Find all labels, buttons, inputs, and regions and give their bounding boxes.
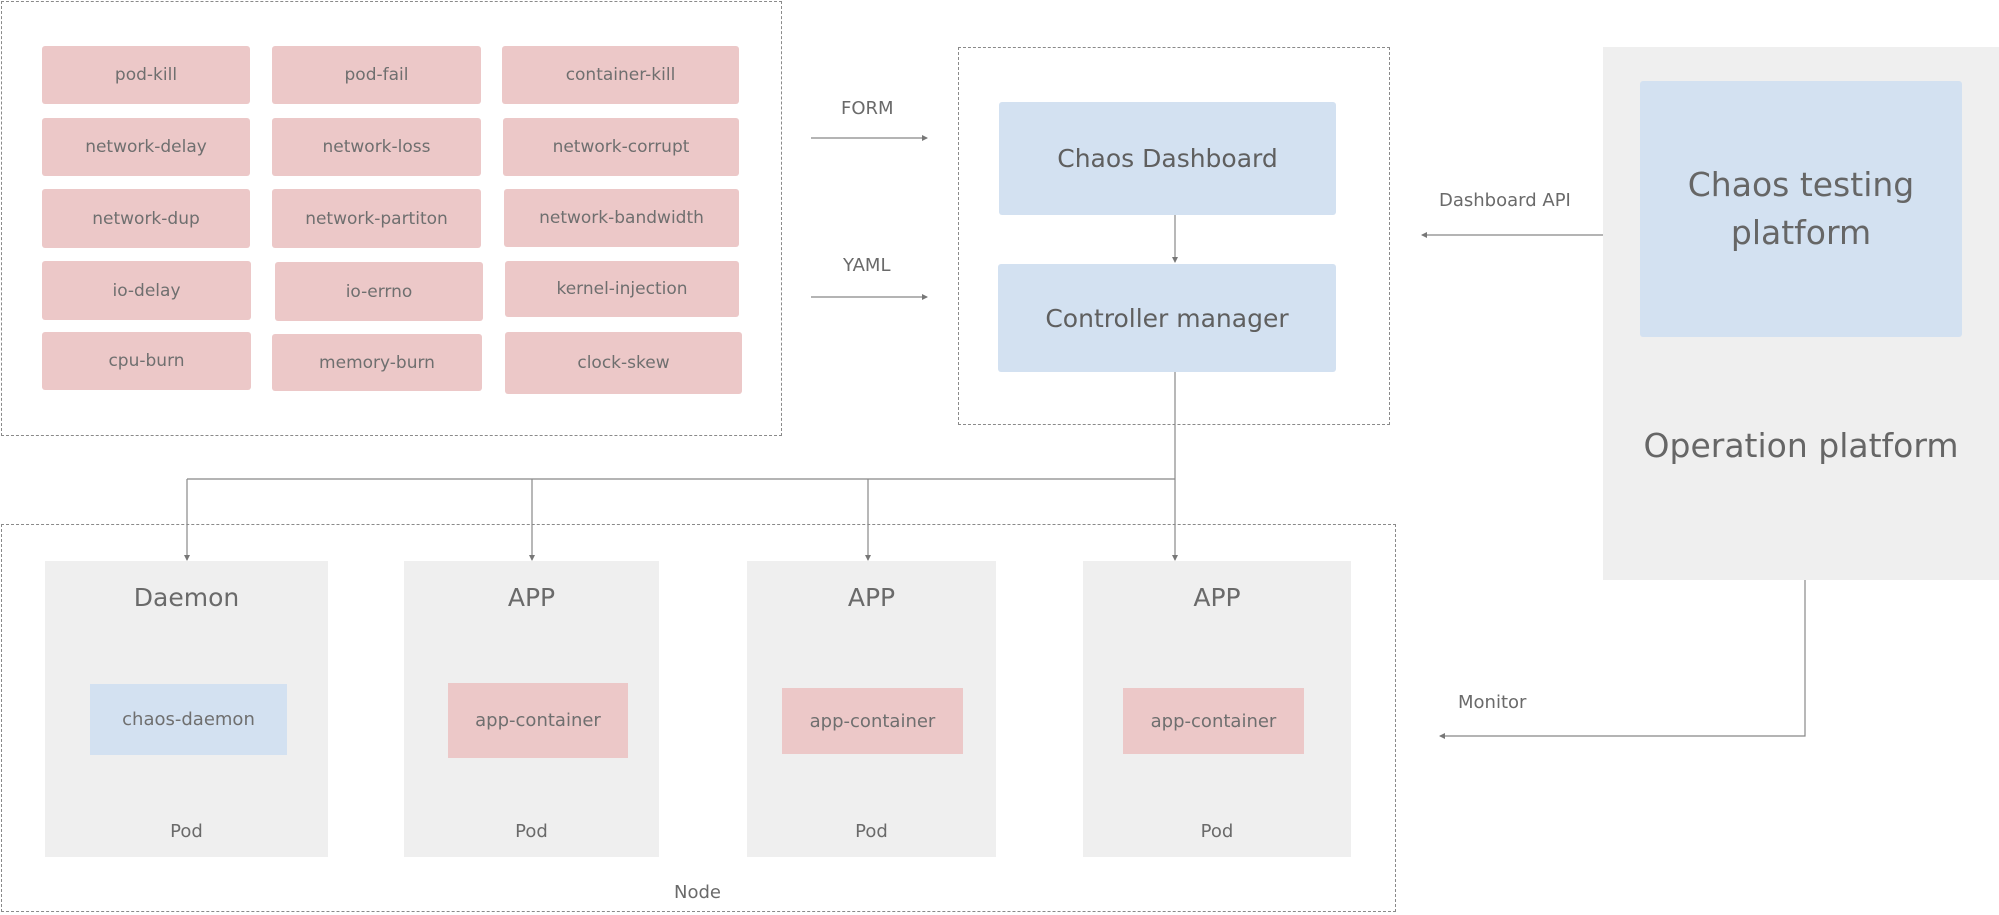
fault-io-delay: io-delay — [42, 261, 251, 320]
node-group — [1, 524, 1396, 912]
app-pod-1: APP app-container Pod — [404, 561, 659, 857]
chaos-dashboard: Chaos Dashboard — [999, 102, 1336, 215]
fault-clock-skew: clock-skew — [505, 332, 742, 394]
fault-memory-burn: memory-burn — [272, 334, 482, 391]
fault-container-kill: container-kill — [502, 46, 739, 104]
controller-manager: Controller manager — [998, 264, 1336, 372]
chaos-testing-platform-label: Chaos testing platform — [1687, 165, 1915, 252]
controller-manager-label: Controller manager — [1045, 303, 1289, 333]
app-container: app-container — [1123, 688, 1304, 754]
app-pod-3: APP app-container Pod — [1083, 561, 1351, 857]
operation-platform-label: Operation platform — [1643, 425, 1959, 465]
monitor-arrow — [1439, 580, 1806, 739]
pod-title: APP — [847, 583, 896, 612]
fault-kernel-injection: kernel-injection — [505, 261, 739, 317]
chaos-testing-platform: Chaos testing platform — [1640, 81, 1962, 337]
monitor-label: Monitor — [1458, 692, 1527, 713]
chaos-dashboard-label: Chaos Dashboard — [1057, 144, 1278, 173]
pod-title: Daemon — [133, 583, 240, 612]
pod-title: APP — [1193, 583, 1241, 612]
fault-pod-kill: pod-kill — [42, 46, 250, 104]
app-pod-2: APP app-container Pod — [747, 561, 996, 857]
app-container: app-container — [448, 683, 628, 758]
node-label: Node — [674, 882, 721, 903]
fault-pod-fail: pod-fail — [272, 46, 481, 104]
fault-io-errno: io-errno — [275, 262, 483, 321]
pod-label: Pod — [855, 821, 888, 842]
fault-network-bandwidth: network-bandwidth — [504, 189, 739, 247]
fault-network-corrupt: network-corrupt — [503, 118, 739, 176]
pod-label: Pod — [170, 821, 203, 842]
chaos-daemon: chaos-daemon — [90, 684, 287, 755]
fault-cpu-burn: cpu-burn — [42, 332, 251, 390]
fault-network-delay: network-delay — [42, 118, 250, 176]
yaml-label: YAML — [843, 255, 891, 276]
fault-types-group — [1, 1, 782, 436]
form-label: FORM — [841, 98, 894, 119]
control-plane-group — [958, 47, 1390, 425]
fault-network-loss: network-loss — [272, 118, 481, 176]
daemon-pod: Daemon chaos-daemon Pod — [45, 561, 328, 857]
pod-label: Pod — [515, 821, 548, 842]
dashboard-api-label: Dashboard API — [1439, 190, 1571, 211]
pod-label: Pod — [1200, 821, 1234, 842]
app-container: app-container — [782, 688, 963, 754]
fault-network-dup: network-dup — [42, 189, 250, 248]
fault-network-partiton: network-partiton — [272, 189, 481, 248]
pod-title: APP — [507, 583, 556, 612]
